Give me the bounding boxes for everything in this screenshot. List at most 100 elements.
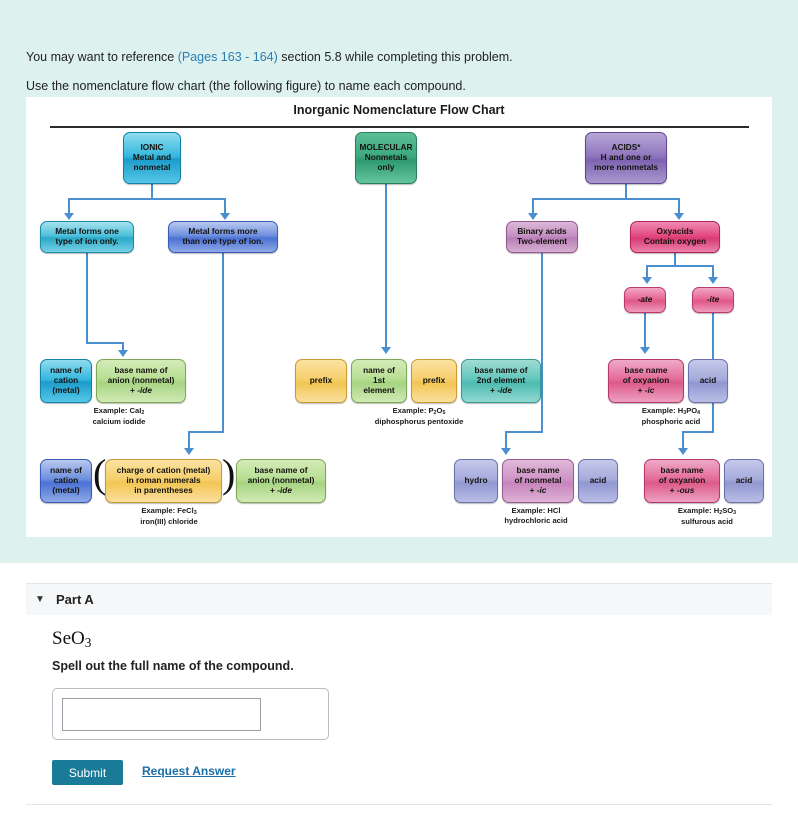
connector [532,198,535,215]
node-line: of oxyanion [622,375,670,386]
node-line: MOLECULAR [359,142,413,153]
connector [224,198,227,215]
node-suffix-ite: -ite [692,287,734,313]
node-line: IONIC [140,142,164,153]
node-line: element [363,384,395,395]
node-line: name of [50,365,82,376]
submit-button[interactable]: Submit [52,760,123,785]
example-line: phosphoric acid [641,417,701,427]
example-sulfurous-acid: Example: H2SO3 sulfurous acid [652,506,762,527]
example-line: Example: FeCl3 [141,506,197,517]
example-line: Example: P2O5 [392,406,446,417]
arrow [381,347,391,354]
node-line: of oxyanion [658,475,706,486]
example-line: diphosphorus pentoxide [374,417,464,427]
node-line: Metal forms one [55,226,119,237]
node-line: type of ion only. [55,236,119,246]
arrow [501,448,511,455]
node-line: Metal and [132,152,172,163]
node-line: (metal) [52,384,80,395]
node-base-name-anion-left: base name of anion (nonmetal) + -ide [96,359,186,403]
request-answer-link[interactable]: Request Answer [142,764,236,778]
connector [674,253,677,265]
formula-base: SeO [52,628,85,649]
node-metal-many-ions: Metal forms more than one type of ion. [168,221,278,253]
node-line: base name of [114,365,168,376]
connector [385,184,388,349]
arrow [708,277,718,284]
figure-divider [50,126,749,128]
node-binary-acids: Binary acids Two-element [506,221,578,253]
connector [682,431,714,434]
node-line: prefix [309,375,333,386]
connector [682,431,685,450]
node-line: Binary acids [517,226,567,237]
arrow [640,347,650,354]
node-line: base name of [254,465,308,476]
node-line: base name [516,465,560,476]
arrow [642,277,652,284]
node-line: + -ous [669,484,695,495]
node-line: only [377,161,395,172]
node-line: + -ic [637,384,655,395]
node-name-1st-element: name of 1st element [351,359,407,403]
node-base-name-oxyanion-ic: base name of oxyanion + -ic [608,359,684,403]
node-line: anion (nonmetal) [247,475,315,486]
node-ionic-root: IONIC Metal and nonmetal [123,132,181,184]
connector [68,198,71,215]
example-line: Example: H3PO4 [641,406,701,417]
node-line: Two-element [516,236,568,246]
example-line: Example: HCl [511,506,561,515]
example-line: Example: H2SO3 [677,506,737,517]
example-line: calcium iodide [92,417,146,427]
example-line: sulfurous acid [681,517,733,527]
compound-formula: SeO3 [52,628,91,651]
arrow [674,213,684,220]
node-line: acid [589,475,607,486]
node-line: Nonmetals [364,152,408,163]
connector [188,431,191,450]
connector [86,253,89,324]
example-hydrochloric-acid: Example: HCl hydrochloric acid [466,506,606,526]
node-line: 1st [373,375,385,386]
node-line: cation [53,475,79,486]
node-suffix-ate: -ate [624,287,666,313]
collapse-caret-icon[interactable]: ▼ [35,594,45,605]
node-line: more nonmetals [593,161,659,172]
example-phosphoric-acid: Example: H3PO4 phosphoric acid [616,406,726,427]
example-iron-chloride: Example: FeCl3 iron(III) chloride [114,506,224,527]
node-line: anion (nonmetal) [107,375,175,386]
reference-text-before: You may want to reference [26,50,178,64]
task-instruction: Use the nomenclature flow chart (the fol… [26,79,466,93]
node-line: + -ic [529,484,547,495]
formula-subscript: 3 [84,634,92,650]
reference-instruction: You may want to reference (Pages 163 - 1… [26,50,513,64]
node-line: name of [363,365,395,376]
node-line: charge of cation (metal) [116,465,211,476]
example-calcium-iodide: Example: CaI2 calcium iodide [70,406,168,427]
node-line: than one type of ion. [182,236,264,246]
part-a-title: Part A [56,592,94,607]
node-line: name of [50,465,82,476]
node-line: base name of [474,365,528,376]
connector [68,198,226,201]
node-line: Oxyacids [656,226,694,237]
node-line: 2nd element [476,375,526,386]
connector [188,431,224,434]
connector [678,198,681,215]
node-name-of-cation-left: name of cation (metal) [40,359,92,403]
connector [625,184,628,198]
connector [151,184,154,198]
answer-input[interactable] [62,698,261,731]
node-roman-numeral-charge: charge of cation (metal) in roman numera… [105,459,222,503]
close-paren: ) [222,451,236,496]
node-acid-word-1: acid [688,359,728,403]
reference-text-after: section 5.8 while completing this proble… [277,50,513,64]
node-line: cation [53,375,79,386]
connector [505,431,543,434]
pages-link[interactable]: (Pages 163 - 164) [177,50,278,64]
part-a-header[interactable]: ▼ Part A [26,583,772,615]
node-acid-word-3: acid [724,459,764,503]
node-metal-one-ion: Metal forms one type of ion only. [40,221,134,253]
node-line: in parentheses [134,484,193,495]
